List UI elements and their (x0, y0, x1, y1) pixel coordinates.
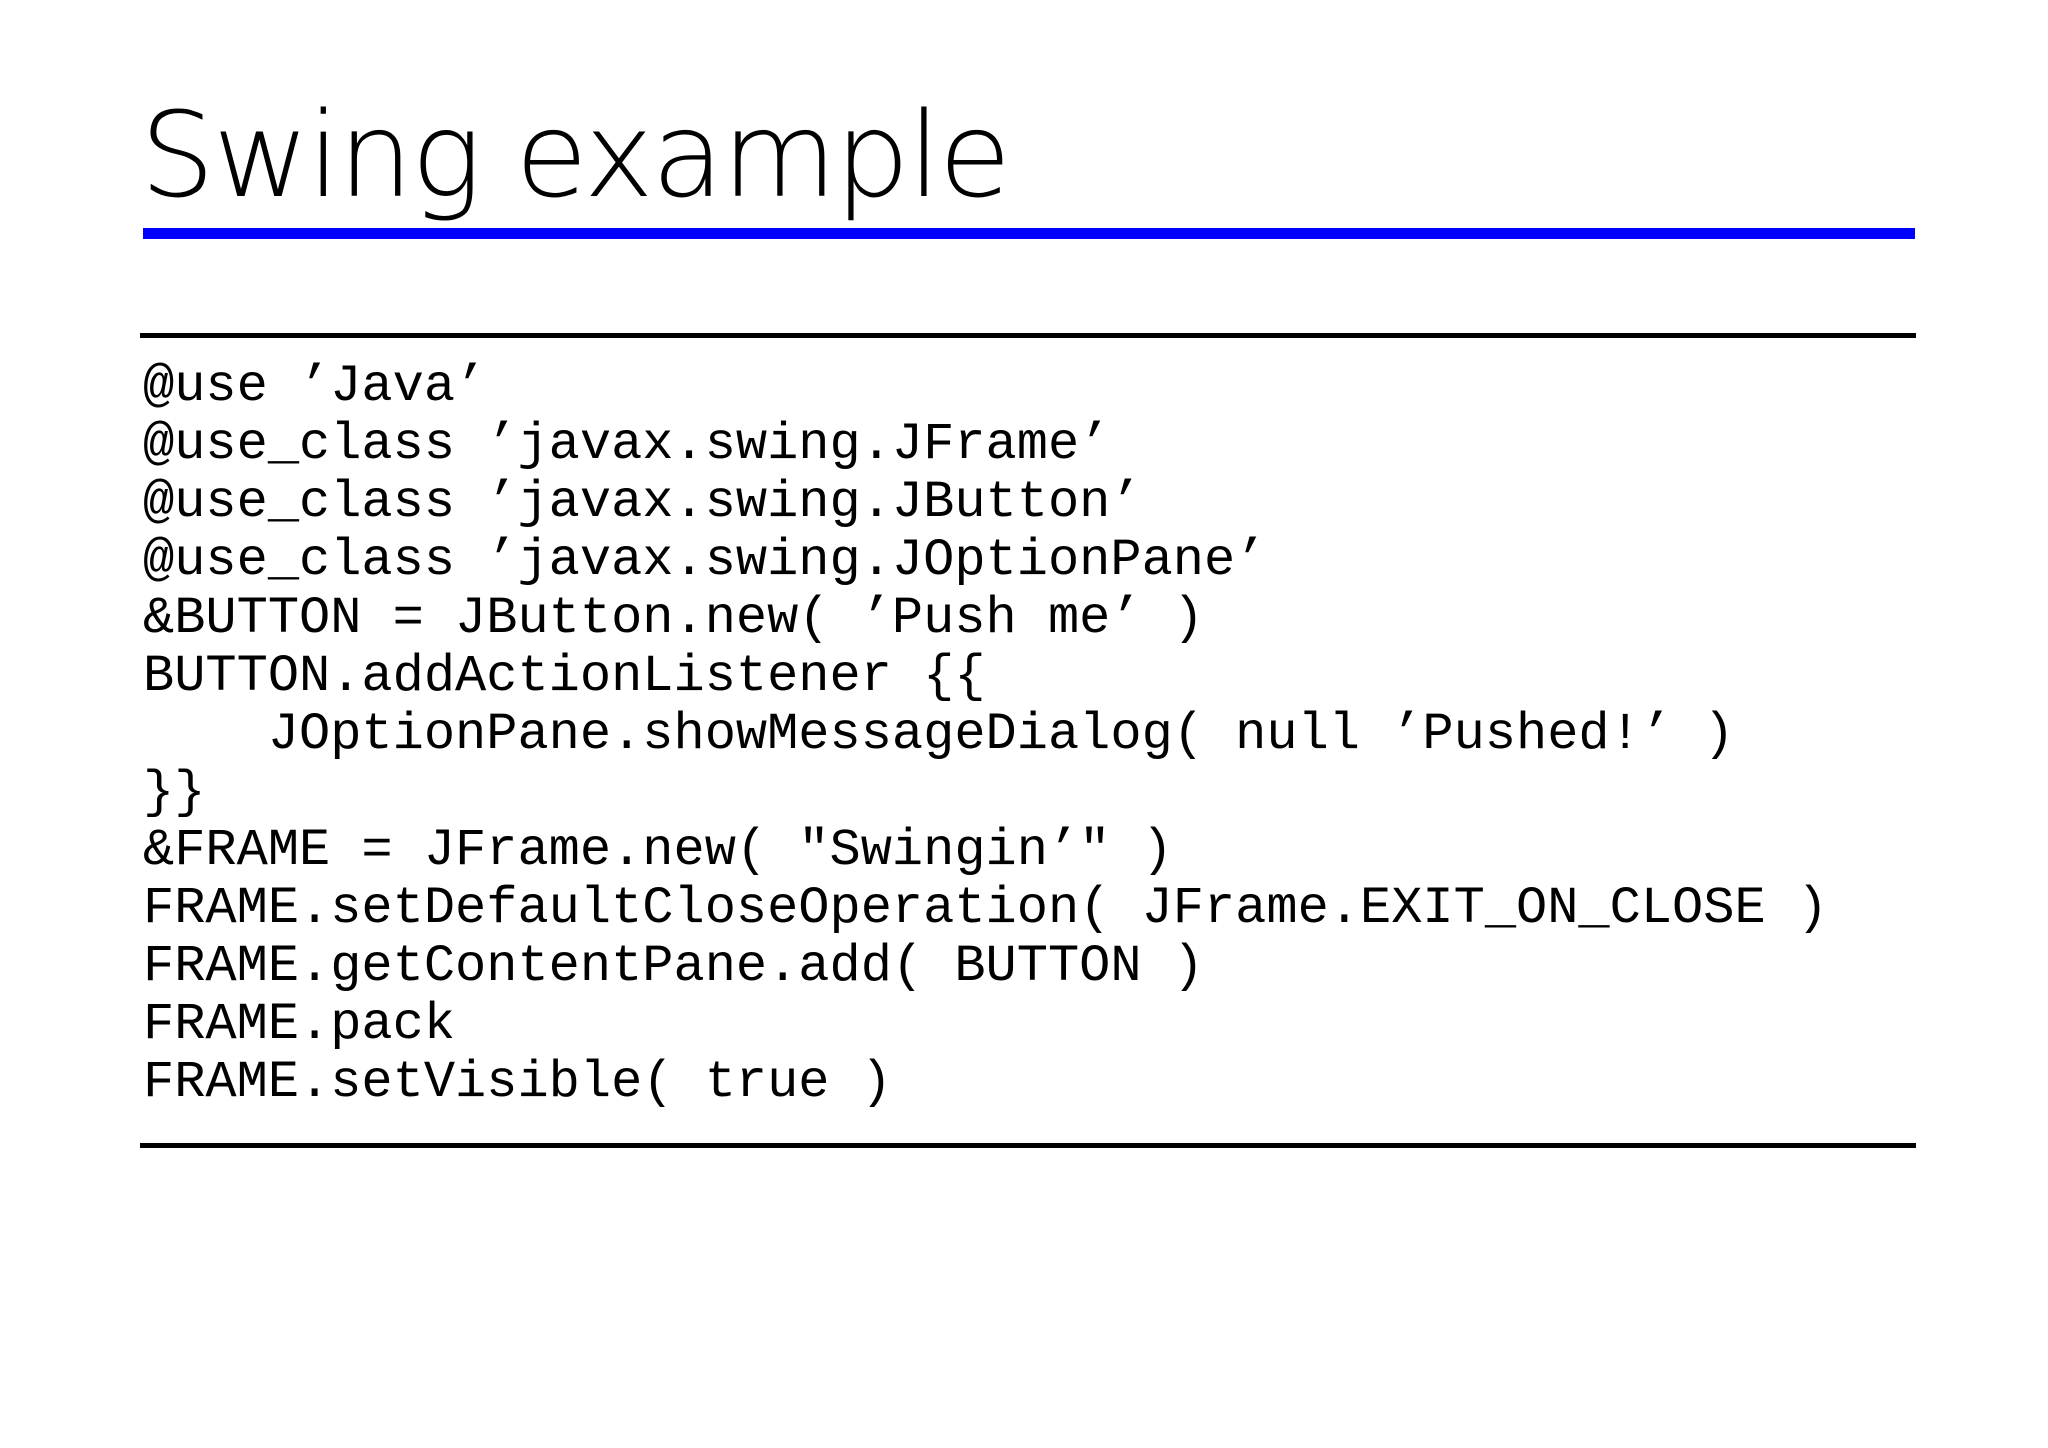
code-line: }} (143, 763, 206, 822)
title-accent-rule (143, 228, 1915, 239)
code-line: @use_class ’javax.swing.JFrame’ (143, 415, 1111, 474)
slide-title: Swing example (140, 86, 1011, 224)
code-line: JOptionPane.showMessageDialog( null ’Pus… (143, 705, 1735, 764)
code-line: @use ’Java’ (143, 357, 487, 416)
code-line: FRAME.pack (143, 995, 456, 1054)
code-listing: @use ’Java’@use_class ’javax.swing.JFram… (143, 358, 1828, 1112)
code-line: BUTTON.addActionListener {{ (143, 647, 986, 706)
code-line: &FRAME = JFrame.new( "Swingin’" ) (143, 821, 1173, 880)
code-line: FRAME.setVisible( true ) (143, 1053, 892, 1112)
code-block-bottom-rule (140, 1143, 1916, 1148)
code-line: &BUTTON = JButton.new( ’Push me’ ) (143, 589, 1204, 648)
code-line: @use_class ’javax.swing.JButton’ (143, 473, 1142, 532)
code-line: FRAME.setDefaultCloseOperation( JFrame.E… (143, 879, 1829, 938)
code-block-top-rule (140, 333, 1916, 338)
code-line: FRAME.getContentPane.add( BUTTON ) (143, 937, 1204, 996)
code-line: @use_class ’javax.swing.JOptionPane’ (143, 531, 1267, 590)
